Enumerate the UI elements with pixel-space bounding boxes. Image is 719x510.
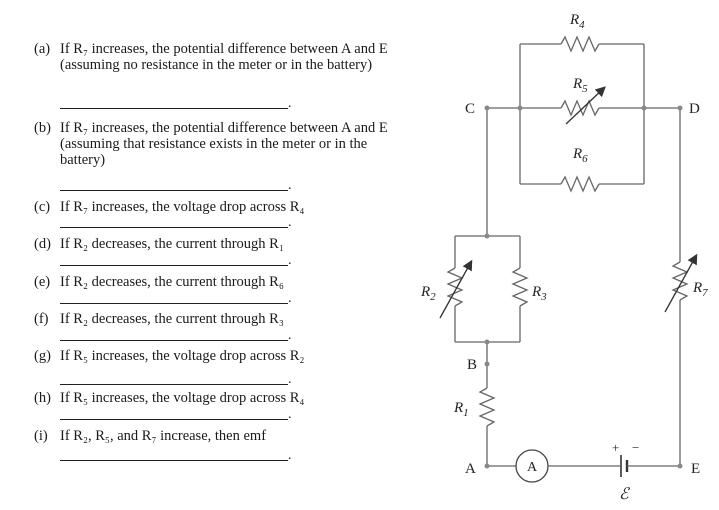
label-r1: R1 [453, 400, 469, 419]
label-r3: R3 [531, 284, 547, 303]
junction-dot [641, 105, 647, 111]
question-text: If R₂ decreases, the current through R₆ [60, 274, 284, 290]
junction-dot [517, 105, 523, 111]
resistor-r1 [478, 387, 496, 427]
answer-blank-h[interactable] [60, 419, 288, 420]
question-label: (d) [34, 236, 51, 252]
question-label: (g) [34, 348, 51, 364]
node-d-dot [677, 105, 683, 111]
question-i: (i) If R₂, R₅, and R₇ increase, then emf [34, 428, 404, 444]
node-label-c: C [465, 101, 475, 117]
emf-label: ℰ [619, 486, 631, 503]
question-label: (c) [34, 199, 51, 215]
question-text: If R₅ increases, the voltage drop across… [60, 348, 305, 364]
junction-dot [484, 233, 490, 239]
question-text: If R₅ increases, the voltage drop across… [60, 390, 305, 406]
battery-plus: + [612, 440, 619, 455]
question-f: (f) If R₂ decreases, the current through… [34, 311, 404, 327]
question-g: (g) If R₅ increases, the voltage drop ac… [34, 348, 404, 364]
variable-arrow [664, 253, 698, 313]
node-a-dot [484, 463, 490, 469]
label-r4: R4 [569, 12, 585, 31]
ammeter-label: A [527, 460, 538, 475]
question-b: (b) If R₇ increases, the potential diffe… [34, 120, 404, 168]
variable-arrow [439, 259, 473, 319]
node-c-dot [484, 105, 490, 111]
variable-arrow [565, 86, 606, 125]
resistor-r4 [560, 35, 600, 53]
question-e: (e) If R₂ decreases, the current through… [34, 274, 404, 290]
question-h: (h) If R₅ increases, the voltage drop ac… [34, 390, 404, 406]
label-r5: R5 [572, 76, 588, 95]
answer-blank-d[interactable] [60, 265, 288, 266]
question-c: (c) If R₇ increases, the voltage drop ac… [34, 199, 404, 215]
question-label: (a) [34, 41, 51, 57]
resistor-r7 [671, 261, 689, 301]
node-label-e: E [691, 461, 700, 477]
answer-blank-c[interactable] [60, 227, 288, 228]
question-text: If R₂ decreases, the current through R₃ [60, 311, 284, 327]
question-text: If R₇ increases, the potential differenc… [60, 120, 388, 168]
question-text: If R₇ increases, the potential differenc… [60, 41, 388, 73]
question-label: (i) [34, 428, 48, 444]
resistor-r2 [446, 267, 464, 307]
resistor-r5 [560, 99, 600, 117]
question-label: (h) [34, 390, 51, 406]
question-d: (d) If R₂ decreases, the current through… [34, 236, 404, 252]
label-r6: R6 [572, 146, 588, 165]
question-text: If R₂, R₅, and R₇ increase, then emf [60, 428, 267, 444]
question-text: If R₂ decreases, the current through R₁ [60, 236, 284, 252]
answer-blank-e[interactable] [60, 303, 288, 304]
label-r7: R7 [692, 280, 708, 299]
answer-blank-f[interactable] [60, 340, 288, 341]
answer-blank-b[interactable] [60, 190, 288, 191]
question-label: (e) [34, 274, 51, 290]
battery-minus: − [632, 440, 639, 455]
node-label-a: A [465, 461, 476, 477]
question-label: (b) [34, 120, 51, 136]
question-a: (a) If R₇ increases, the potential diffe… [34, 41, 404, 73]
resistor-r6 [560, 175, 600, 193]
label-r2: R2 [420, 284, 436, 303]
node-b-dot [484, 361, 490, 367]
question-label: (f) [34, 311, 49, 327]
question-text: If R₇ increases, the voltage drop across… [60, 199, 305, 215]
node-e-dot [677, 463, 683, 469]
answer-blank-g[interactable] [60, 384, 288, 385]
junction-dot [484, 339, 490, 345]
node-label-b: B [467, 357, 477, 373]
answer-blank-i[interactable] [60, 460, 288, 461]
resistor-r3 [511, 267, 529, 307]
node-label-d: D [689, 101, 700, 117]
answer-blank-a[interactable] [60, 108, 288, 109]
